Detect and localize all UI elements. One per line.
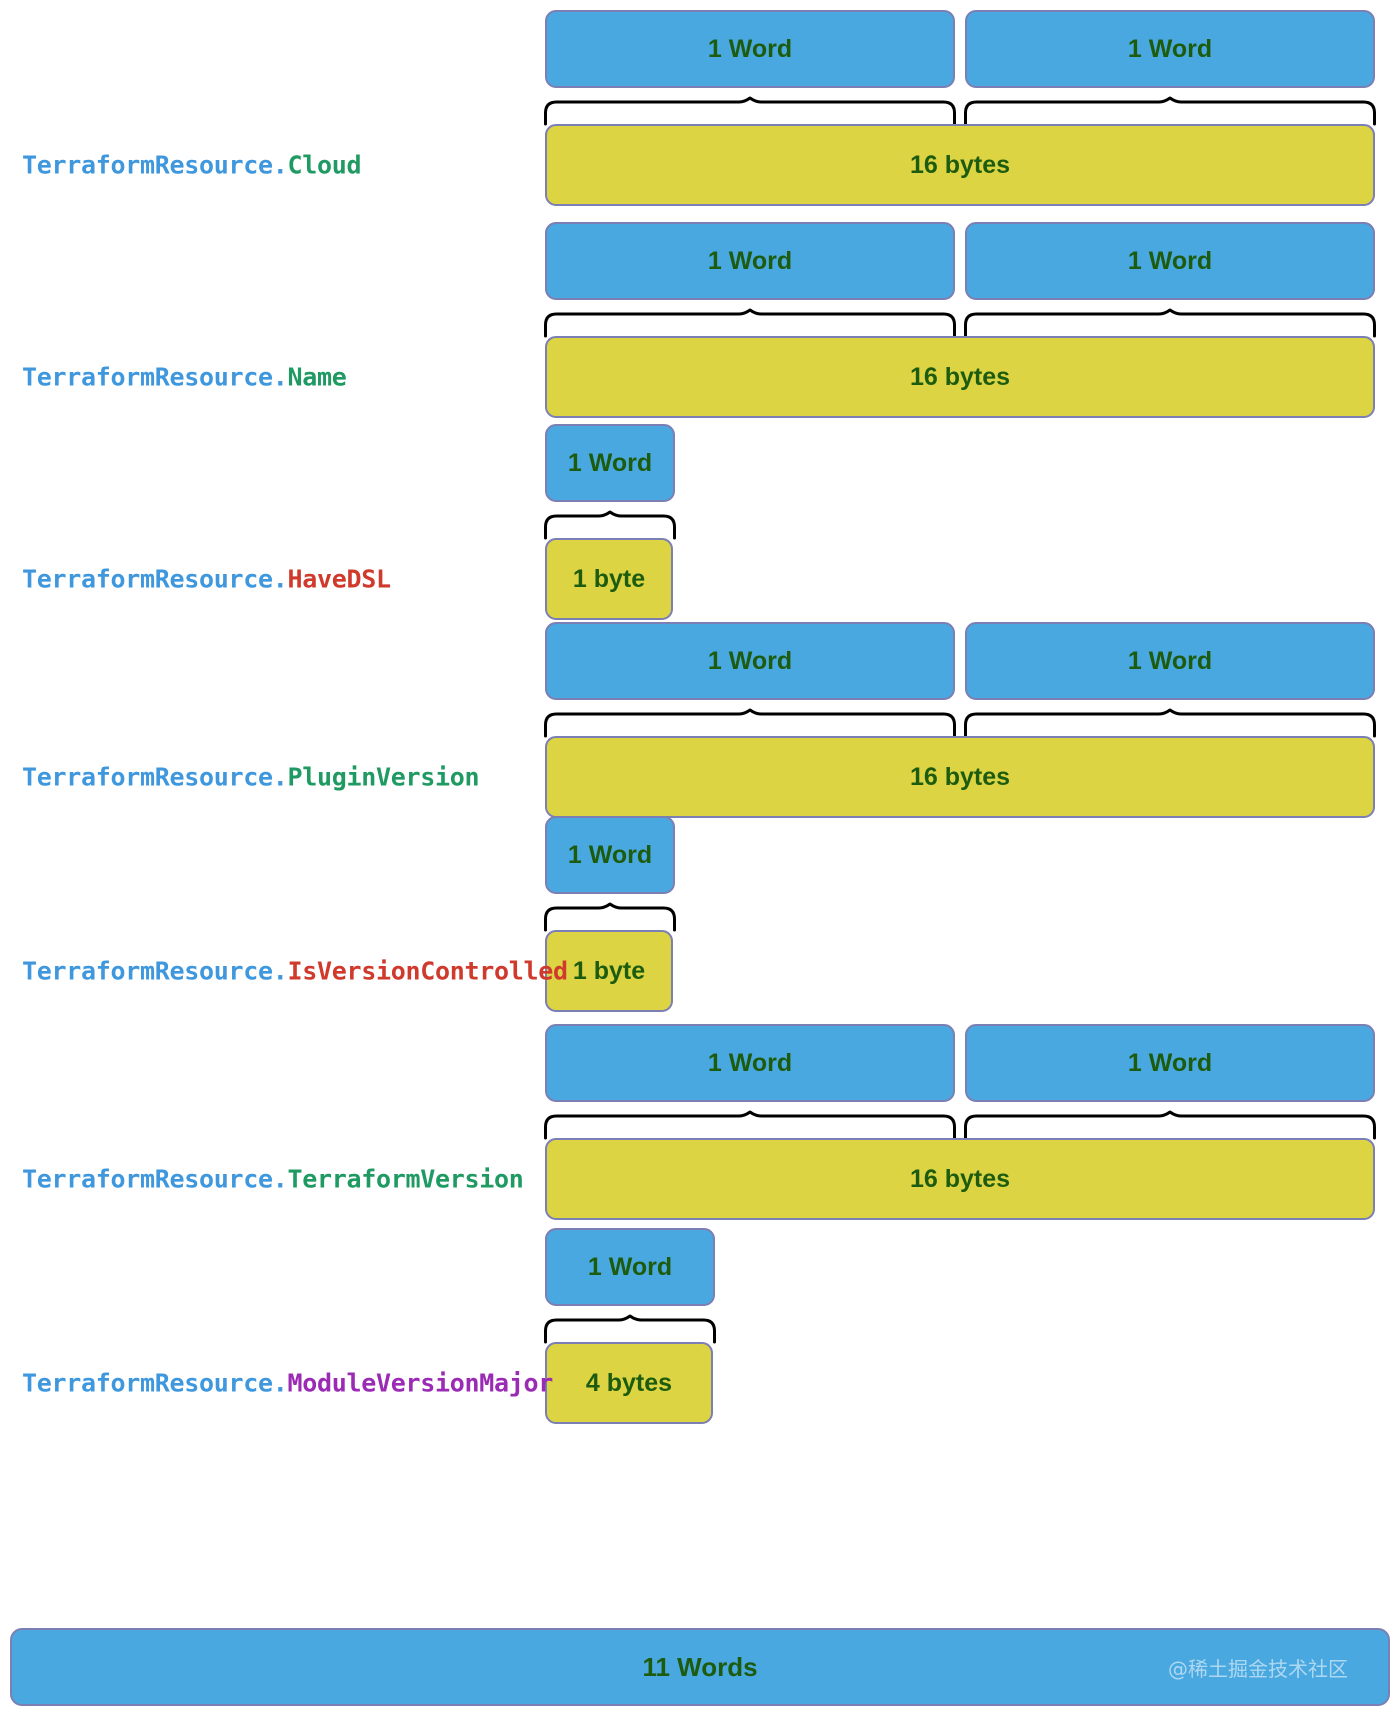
word-box: 1 Word [545,1228,715,1306]
field-label-prefix: TerraformResource. [22,150,288,180]
bytes-box: 16 bytes [545,736,1375,818]
word-box: 1 Word [545,816,675,894]
field-label-name: TerraformResource.Name [22,363,347,392]
brace-connector [544,1314,716,1344]
field-label-isversioncontrolled: TerraformResource.IsVersionControlled [22,957,568,986]
field-label-suffix: TerraformVersion [287,1164,524,1194]
bytes-box: 16 bytes [545,336,1375,418]
brace-connector [964,308,1376,338]
field-label-prefix: TerraformResource. [22,362,288,392]
word-box: 1 Word [965,222,1375,300]
brace-connector [964,1110,1376,1140]
brace-connector [544,902,676,932]
bytes-box: 16 bytes [545,124,1375,206]
word-box: 1 Word [965,1024,1375,1102]
word-box: 1 Word [545,222,955,300]
bytes-box: 1 byte [545,930,673,1012]
word-box: 1 Word [545,622,955,700]
field-label-suffix: PluginVersion [287,762,480,792]
bytes-box: 1 byte [545,538,673,620]
brace-connector [964,708,1376,738]
field-label-prefix: TerraformResource. [22,1164,288,1194]
field-label-suffix: Cloud [287,150,362,180]
word-box: 1 Word [545,1024,955,1102]
field-label-cloud: TerraformResource.Cloud [22,150,362,180]
bytes-box: 16 bytes [545,1138,1375,1220]
word-box: 1 Word [965,10,1375,88]
field-label-pluginversion: TerraformResource.PluginVersion [22,762,480,792]
field-label-prefix: TerraformResource. [22,762,288,792]
field-label-moduleversionmajor: TerraformResource.ModuleVersionMajor [22,1369,553,1398]
field-label-terraformversion: TerraformResource.TerraformVersion [22,1165,524,1194]
word-box: 1 Word [545,10,955,88]
field-label-havedsl: TerraformResource.HaveDSL [22,565,391,594]
total-words-bar: 11 Words [10,1628,1390,1706]
field-label-suffix: IsVersionControlled [287,956,569,986]
field-label-suffix: HaveDSL [287,564,392,594]
field-label-prefix: TerraformResource. [22,564,288,594]
brace-connector [544,708,956,738]
brace-connector [544,308,956,338]
brace-connector [544,1110,956,1140]
brace-connector [544,96,956,126]
word-box: 1 Word [965,622,1375,700]
brace-connector [964,96,1376,126]
brace-connector [544,510,676,540]
field-label-prefix: TerraformResource. [22,1368,288,1398]
watermark: @稀土掘金技术社区 [1168,1657,1348,1681]
field-label-suffix: Name [287,362,347,392]
field-label-prefix: TerraformResource. [22,956,288,986]
field-label-suffix: ModuleVersionMajor [287,1368,554,1398]
word-box: 1 Word [545,424,675,502]
bytes-box: 4 bytes [545,1342,713,1424]
